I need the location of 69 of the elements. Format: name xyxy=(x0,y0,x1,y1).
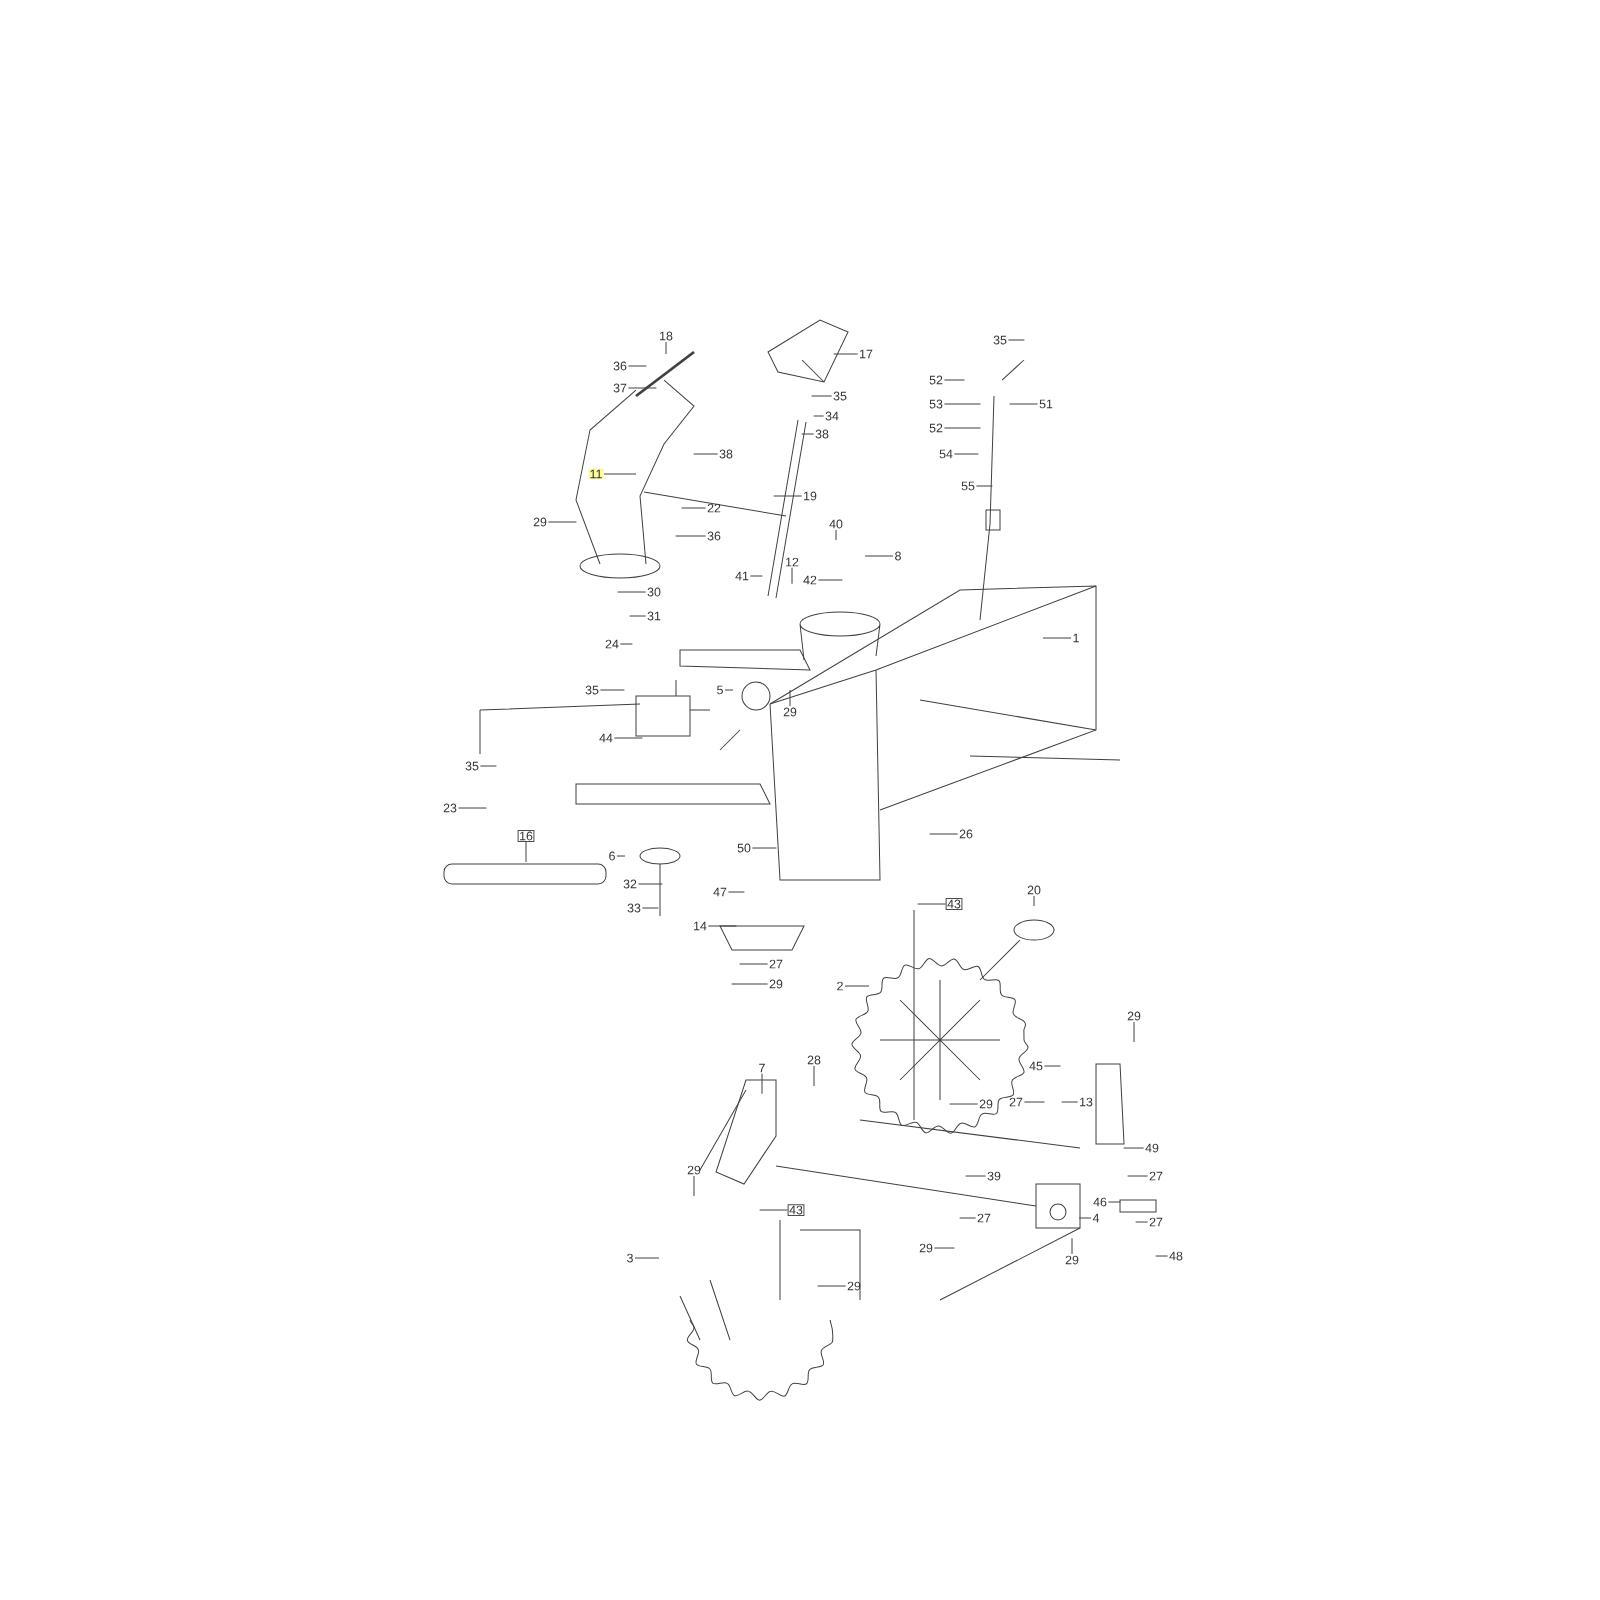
leader-line xyxy=(479,765,497,767)
leader-line xyxy=(749,575,763,577)
leader-line xyxy=(617,591,647,593)
leader-line xyxy=(1107,1201,1121,1203)
leader-line xyxy=(773,495,803,497)
leader-line xyxy=(1033,895,1035,907)
leader-line xyxy=(1123,1147,1145,1149)
leader-line xyxy=(844,985,870,987)
leader-line xyxy=(731,983,769,985)
leader-line xyxy=(629,615,647,617)
leader-line xyxy=(603,473,637,475)
leader-line xyxy=(599,689,625,691)
leader-line xyxy=(1127,1175,1149,1177)
leader-line xyxy=(634,1257,660,1259)
leader-line xyxy=(547,521,577,523)
leader-line xyxy=(665,341,667,355)
leader-line xyxy=(759,1209,789,1211)
leader-line xyxy=(457,807,487,809)
leader-line xyxy=(864,555,894,557)
leader-line xyxy=(791,567,793,585)
leader-line xyxy=(693,1175,695,1197)
leader-line xyxy=(1007,339,1025,341)
leader-line xyxy=(949,1103,979,1105)
leader-line xyxy=(727,891,745,893)
leader-line xyxy=(681,507,707,509)
leader-line xyxy=(761,1073,763,1095)
leader-line xyxy=(965,1175,987,1177)
leader-line xyxy=(1155,1255,1169,1257)
leader-line xyxy=(724,689,734,691)
leader-line xyxy=(811,395,833,397)
leader-line xyxy=(1078,1217,1092,1219)
leader-line xyxy=(616,855,626,857)
leader-line xyxy=(675,535,707,537)
leader-line xyxy=(817,579,843,581)
leader-line xyxy=(613,737,643,739)
leader-line xyxy=(1042,637,1072,639)
leader-line xyxy=(833,353,859,355)
leader-line xyxy=(1009,403,1039,405)
leader-line xyxy=(959,1217,977,1219)
leader-line xyxy=(813,415,825,417)
leader-line xyxy=(627,387,657,389)
leader-line xyxy=(1135,1221,1149,1223)
leader-line xyxy=(813,1065,815,1087)
leader-line xyxy=(619,643,633,645)
leader-line xyxy=(739,963,769,965)
leader-line xyxy=(637,883,663,885)
leader-line xyxy=(943,427,981,429)
leader-line xyxy=(943,403,981,405)
leader-line xyxy=(943,379,965,381)
leader-line xyxy=(1061,1101,1079,1103)
leader-line xyxy=(1043,1065,1061,1067)
leader-line xyxy=(953,453,979,455)
leader-line xyxy=(693,453,719,455)
leader-line xyxy=(917,903,947,905)
leader-line xyxy=(1023,1101,1045,1103)
leader-line xyxy=(801,433,815,435)
leader-line xyxy=(929,833,959,835)
leader-line xyxy=(1071,1237,1073,1255)
leader-line xyxy=(751,847,777,849)
leader-line xyxy=(641,907,659,909)
leader-line xyxy=(835,529,837,541)
leader-line xyxy=(1133,1021,1135,1043)
leader-line xyxy=(789,689,791,707)
leader-line xyxy=(975,485,993,487)
leader-line xyxy=(933,1247,955,1249)
leader-line xyxy=(817,1285,847,1287)
leader-line xyxy=(707,925,737,927)
leader-line xyxy=(627,365,647,367)
leader-line xyxy=(525,841,527,863)
